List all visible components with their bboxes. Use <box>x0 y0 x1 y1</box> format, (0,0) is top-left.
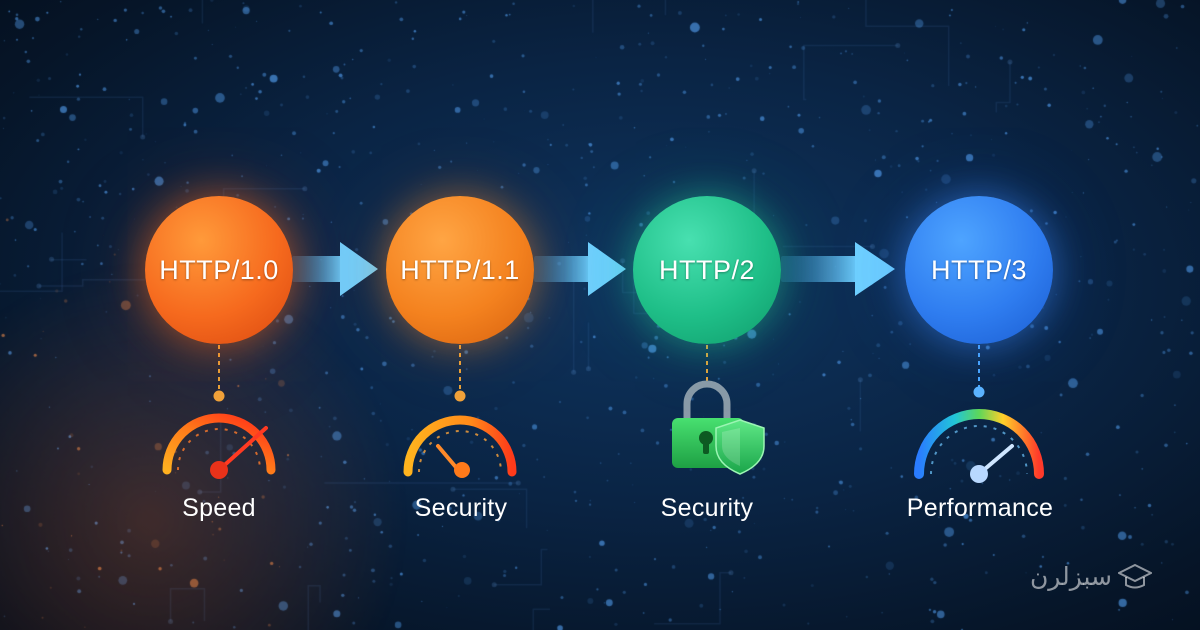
node-label: HTTP/1.0 <box>159 254 279 285</box>
connector-1 <box>213 345 225 402</box>
arrow-2-to-3 <box>534 242 626 296</box>
padlock-shield-icon <box>672 380 765 475</box>
feature-label-speed: Speed <box>182 494 256 522</box>
arrow-3-to-4 <box>781 242 895 296</box>
speedometer-icon <box>403 415 517 478</box>
node-http-3: HTTP/3 <box>905 196 1053 344</box>
connector-2 <box>454 345 466 402</box>
feature-label-performance: Performance <box>906 494 1054 522</box>
connector-4 <box>973 345 985 398</box>
node-http-2: HTTP/2 <box>633 196 781 344</box>
speedometer-icon <box>162 413 276 479</box>
brand-name: سبزلرن <box>1029 562 1112 591</box>
arrow-1-to-2 <box>292 242 378 296</box>
node-label: HTTP/3 <box>930 254 1027 285</box>
feature-label-security: Security <box>414 494 508 522</box>
speedometer-icon <box>914 409 1044 483</box>
node-label: HTTP/1.1 <box>400 254 520 285</box>
node-http-1-0: HTTP/1.0 <box>145 196 293 344</box>
brand-logo: سبزلرن <box>990 560 1160 596</box>
graduation-cap-icon <box>1118 563 1152 589</box>
node-http-1-1: HTTP/1.1 <box>386 196 534 344</box>
feature-label-security: Security <box>660 494 754 522</box>
node-label: HTTP/2 <box>658 254 755 285</box>
